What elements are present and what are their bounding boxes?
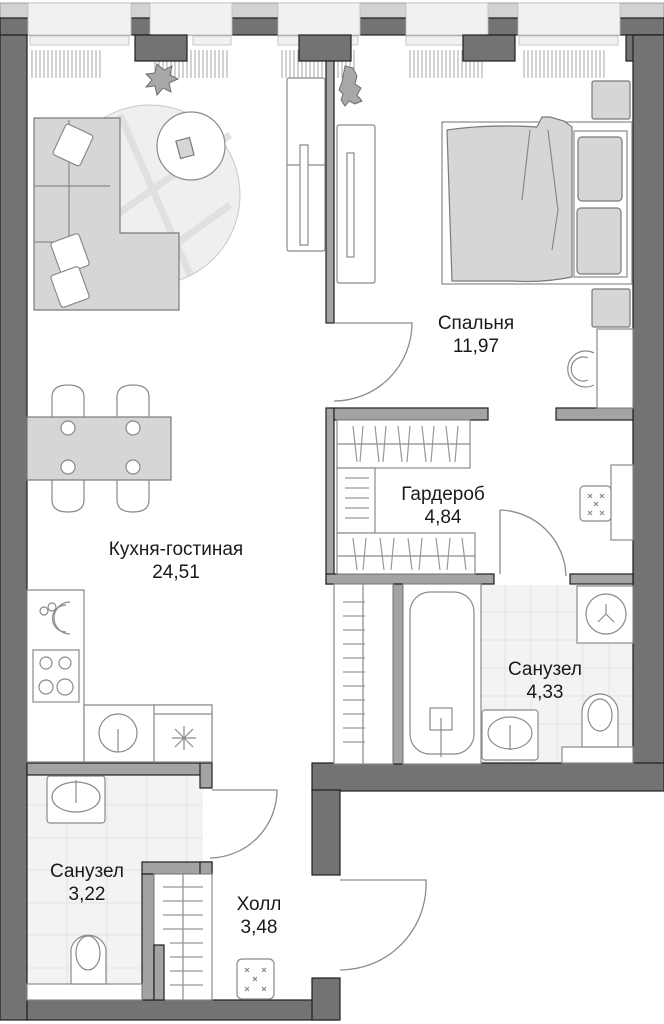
plant-icon [144, 63, 180, 97]
window-4 [405, 2, 489, 78]
wardrobe-icon [336, 419, 476, 575]
dining-table-icon [26, 384, 172, 513]
room-area: 4,84 [424, 507, 462, 528]
hall-wardrobe-icon [153, 873, 213, 1001]
room-area: 24,51 [152, 562, 200, 583]
toilet-icon [561, 693, 634, 764]
pouf-icon [236, 958, 275, 1000]
entrance-door-icon[interactable] [339, 879, 427, 971]
interior-walls [26, 60, 634, 1001]
room-name: Санузел [49, 861, 125, 882]
room-label-kitchen-living: Кухня-гостиная 24,51 [109, 538, 243, 584]
dishwasher-icon [153, 704, 213, 763]
coffee-table-icon [156, 111, 226, 181]
room-area: 3,48 [240, 917, 278, 938]
nightstand-icon [591, 80, 631, 328]
dresser-icon [610, 464, 634, 541]
kitchen-sink-icon [39, 601, 71, 635]
toilet-icon [26, 934, 143, 1001]
desk-icon [596, 328, 634, 409]
sink-icon [46, 775, 106, 824]
door-icon[interactable] [209, 789, 278, 859]
room-name: Гардероб [401, 484, 485, 505]
window-2 [149, 2, 233, 78]
window-1 [27, 2, 132, 78]
bathtub-icon [402, 583, 482, 765]
door-icon[interactable] [333, 322, 413, 402]
room-name: Кухня-гостиная [108, 539, 244, 560]
room-name: Спальня [437, 313, 515, 334]
window-5 [517, 2, 621, 78]
room-label-bathroom-1: Санузел 4,33 [508, 658, 582, 704]
sink-icon [481, 709, 539, 761]
room-area: 3,22 [68, 884, 106, 905]
room-label-bedroom: Спальня 11,97 [438, 312, 514, 358]
bed-icon [441, 116, 633, 285]
tv-stand-icon [336, 124, 376, 284]
room-name: Санузел [507, 659, 583, 680]
room-label-bathroom-2: Санузел 3,22 [50, 860, 124, 906]
desk-chair-icon [567, 350, 595, 388]
exterior-walls [0, 34, 664, 1021]
room-area: 11,97 [452, 336, 500, 357]
washing-machine-icon [576, 585, 634, 644]
tv-stand-icon [286, 77, 326, 252]
room-name: Холл [236, 894, 282, 915]
plant-icon [338, 65, 363, 107]
stove-icon [32, 649, 80, 703]
pouf-icon [579, 485, 612, 522]
sink-icon [98, 713, 138, 753]
door-icon[interactable] [499, 509, 567, 577]
room-label-wardrobe: Гардероб 4,84 [401, 483, 485, 529]
hall-wardrobe-icon [333, 583, 394, 765]
window-row [0, 2, 664, 78]
room-area: 4,33 [526, 682, 564, 703]
sofa-icon [33, 117, 180, 311]
room-label-hall: Холл 3,48 [237, 893, 282, 939]
